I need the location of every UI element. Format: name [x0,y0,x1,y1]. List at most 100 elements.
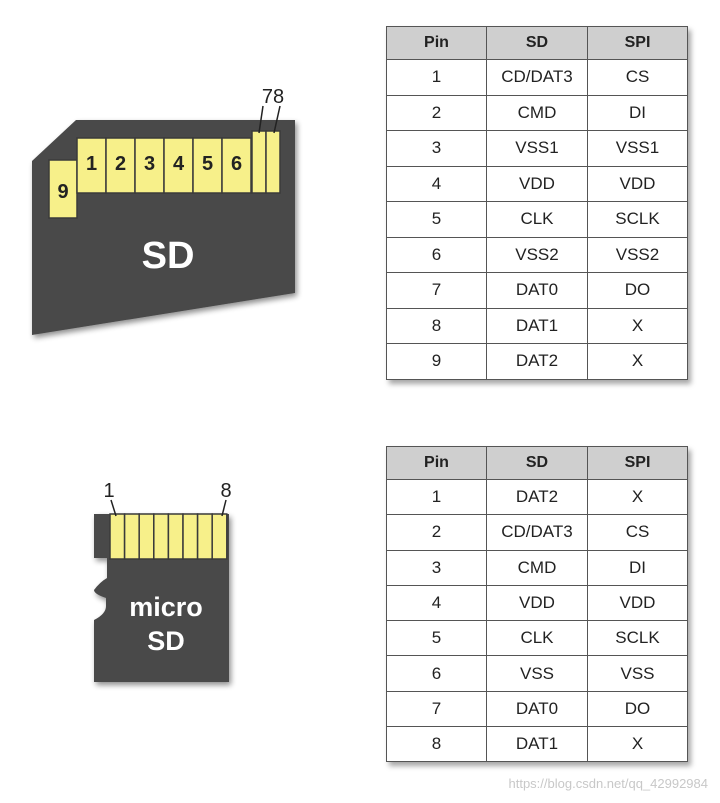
sd-contact-3 [134,137,165,194]
microsd-label-line2: SD [147,626,185,656]
microsd-contact-5 [167,513,184,560]
pin-cell: 7 [386,690,487,728]
sd-cell: CMD [486,549,588,586]
header-sd: SD [486,26,588,60]
header-spi: SPI [587,26,688,60]
sd-cell: DAT0 [486,690,588,728]
sd-contact-6 [221,137,252,194]
sd-cell: DAT0 [486,272,588,309]
sd-cell: DAT1 [486,307,588,344]
pin-cell: 9 [386,343,487,380]
table-header-row: Pin SD SPI [386,26,688,60]
pin-cell: 8 [386,726,487,763]
sd-contact-label-4: 4 [173,153,185,175]
pin-cell: 5 [386,201,487,238]
pin-cell: 1 [386,478,487,516]
header-pin: Pin [386,446,487,480]
spi-cell: VDD [587,584,688,622]
microsd-contact-2 [123,513,140,560]
sd-pin9-label: 9 [57,181,68,203]
spi-cell: VSS2 [587,236,688,273]
pin-cell: 2 [386,514,487,551]
pin-cell: 6 [386,655,487,692]
pin-cell: 2 [386,94,487,131]
sd-leader-7 [258,105,264,134]
sd-cell: VDD [486,165,588,202]
sd-cell: CLK [486,620,588,657]
spi-cell: X [587,307,688,344]
sd-card-label: SD [142,235,195,277]
spi-cell: DI [587,94,688,131]
sd-leader-8 [273,105,281,134]
spi-cell: X [587,726,688,763]
microsd-contact-3 [138,513,155,560]
spi-cell: X [587,478,688,516]
sd-card: 9 1 2 3 4 5 6 78 SD [32,86,295,335]
sd-contact-label-2: 2 [115,153,126,175]
sd-contacts [76,130,281,194]
sd-cell: CMD [486,94,588,131]
sd-label-78: 78 [262,86,284,108]
sd-cell: CD/DAT3 [486,59,588,96]
pin-cell: 8 [386,307,487,344]
header-sd: SD [486,446,588,480]
spi-cell: X [587,343,688,380]
microsd-pin-first-label: 1 [103,480,114,502]
sd-contact-label-1: 1 [86,153,97,175]
spi-cell: VSS [587,655,688,692]
sd-cell: VSS2 [486,236,588,273]
pin-cell: 6 [386,236,487,273]
sd-contact-8 [265,130,281,194]
spi-cell: VSS1 [587,130,688,167]
header-spi: SPI [587,446,688,480]
sd-contact-label-3: 3 [144,153,155,175]
spi-cell: CS [587,59,688,96]
spi-cell: DO [587,690,688,728]
microsd-leader-1 [110,499,117,517]
header-pin: Pin [386,26,487,60]
microsd-contact-1 [109,513,126,560]
microsd-contacts [109,513,228,560]
sd-cell: VDD [486,584,588,622]
microsd-contact-6 [182,513,199,560]
microsd-card: 1 8 micro SD [94,480,232,682]
sd-cell: DAT2 [486,478,588,516]
pin-cell: 3 [386,130,487,167]
sd-cell: CLK [486,201,588,238]
spi-cell: SCLK [587,201,688,238]
spi-cell: VDD [587,165,688,202]
watermark: https://blog.csdn.net/qq_42992984 [508,776,709,791]
sd-contact-label-5: 5 [202,153,213,175]
sd-cell: DAT2 [486,343,588,380]
sd-contact-7 [251,130,267,194]
pin-cell: 5 [386,620,487,657]
pin-cell: 4 [386,584,487,622]
sd-cell: DAT1 [486,726,588,763]
spi-cell: DO [587,272,688,309]
microsd-pin-last-label: 8 [220,480,231,502]
microsd-contact-4 [153,513,170,560]
sd-cell: CD/DAT3 [486,514,588,551]
pin-cell: 7 [386,272,487,309]
pin-cell: 3 [386,549,487,586]
spi-cell: SCLK [587,620,688,657]
microsd-leader-8 [221,499,227,517]
sd-cell: VSS1 [486,130,588,167]
sd-contact-label-6: 6 [231,153,242,175]
